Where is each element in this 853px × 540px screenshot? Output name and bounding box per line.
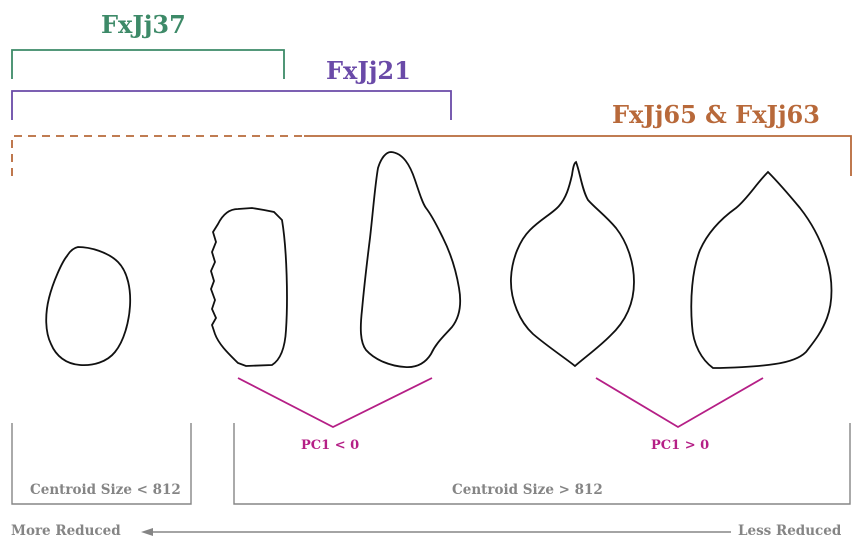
artifact-outline-2 xyxy=(210,207,288,367)
centroid-large-label: Centroid Size > 812 xyxy=(452,482,603,498)
less-reduced-label: Less Reduced xyxy=(738,523,842,539)
pc1-negative-chevron xyxy=(237,377,433,429)
centroid-large-bracket xyxy=(233,423,851,505)
fxjj21-bracket xyxy=(11,90,452,120)
centroid-small-label: Centroid Size < 812 xyxy=(30,482,181,498)
artifact-outline-3 xyxy=(359,151,462,368)
artifact-outline-1 xyxy=(45,246,132,367)
centroid-small-bracket xyxy=(11,423,192,505)
pc1-positive-label: PC1 > 0 xyxy=(651,438,710,453)
fxjj65-63-bracket-solid xyxy=(304,135,852,176)
fxjj37-label: FxJj37 xyxy=(101,10,186,39)
pc1-positive-chevron xyxy=(595,377,764,429)
reduction-arrow-head xyxy=(141,528,153,536)
fxjj21-label: FxJj21 xyxy=(326,56,411,85)
artifact-outline-4 xyxy=(510,160,635,368)
fxjj37-bracket xyxy=(11,49,285,79)
fxjj65-63-label: FxJj65 & FxJj63 xyxy=(612,100,820,129)
more-reduced-label: More Reduced xyxy=(11,523,121,539)
pc1-negative-label: PC1 < 0 xyxy=(301,438,360,453)
artifact-outline-5 xyxy=(690,170,833,369)
fxjj65-63-bracket-dashed xyxy=(11,135,304,176)
